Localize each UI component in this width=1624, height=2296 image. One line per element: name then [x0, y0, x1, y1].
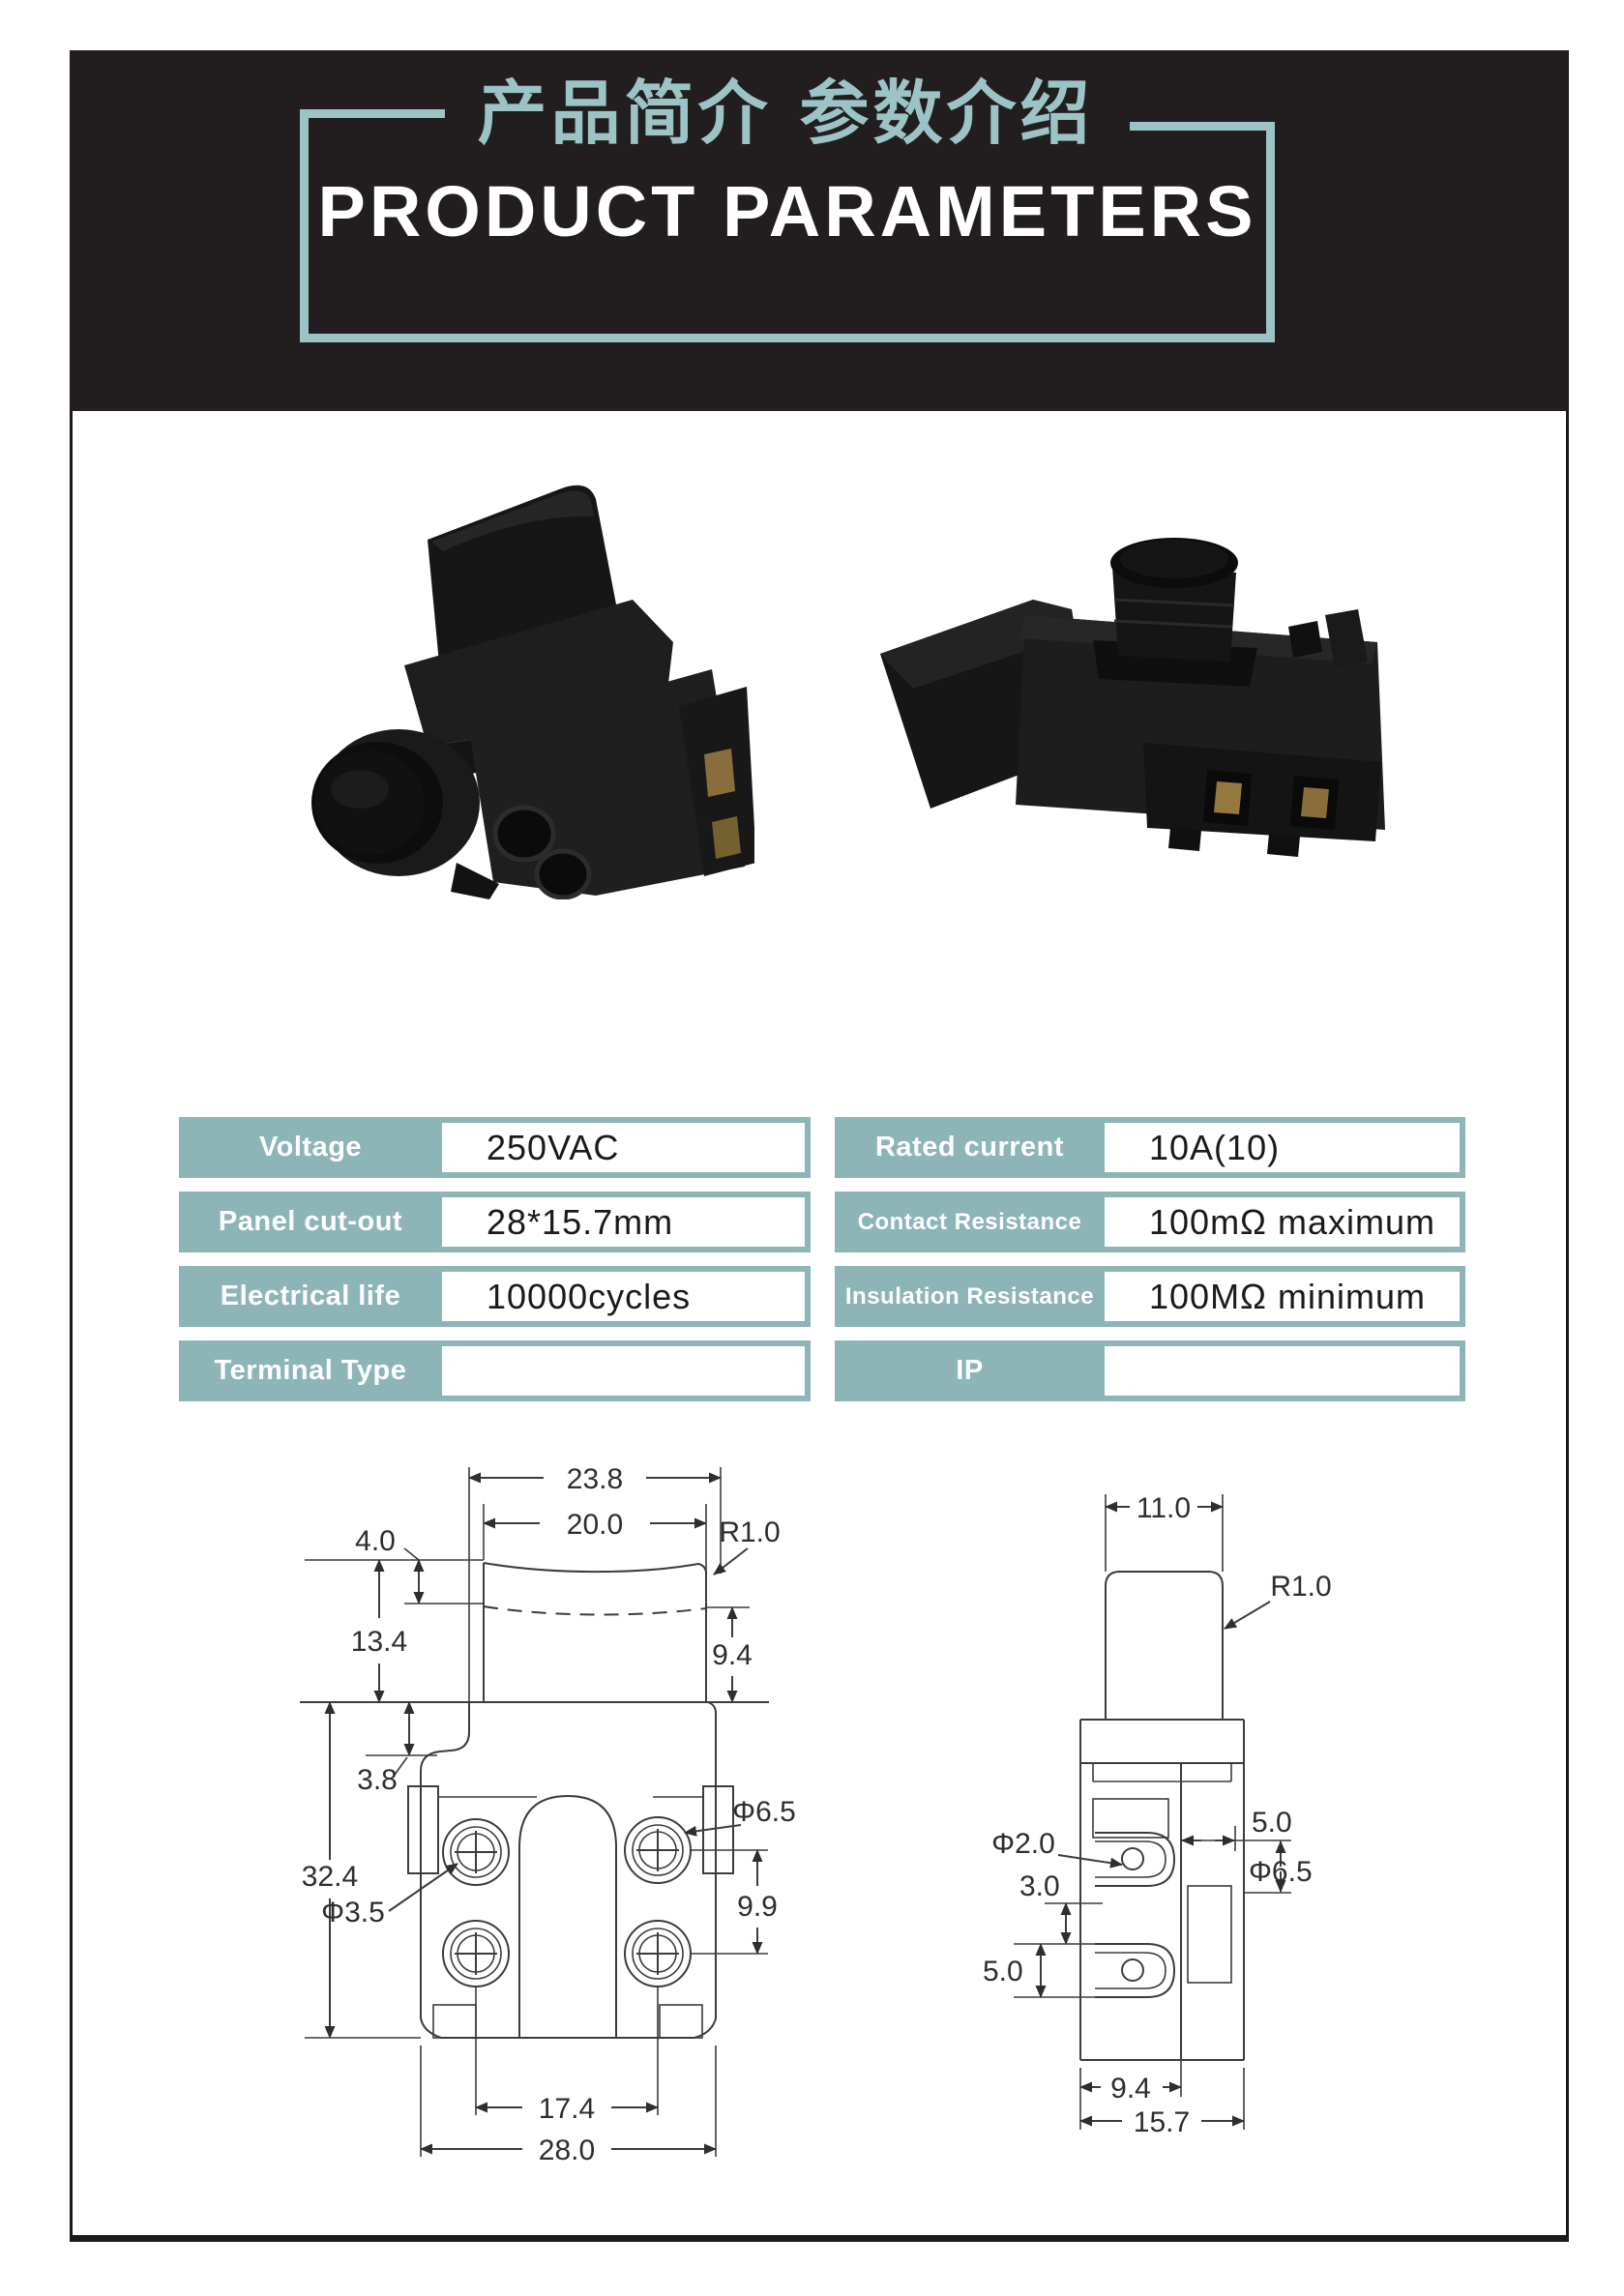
product-photo-front [311, 485, 754, 899]
stem-ridge [1113, 619, 1233, 629]
spec-label: Contact Resistance [857, 1208, 1082, 1235]
spec-row-terminal-type: Terminal Type [179, 1340, 811, 1401]
dim-label-height-left: 13.4 [351, 1626, 407, 1658]
spec-value: 100mΩ maximum [1105, 1197, 1460, 1247]
brass-contact [704, 749, 735, 797]
terminal-post [534, 848, 592, 899]
dim-label-trigger-step: 4.0 [355, 1525, 396, 1557]
bracket-line-right [1266, 122, 1275, 342]
dim-label-trigger-radius: R1.0 [719, 1516, 780, 1548]
spec-value [442, 1346, 805, 1396]
dim-label-screw-head-dia: Φ6.5 [732, 1796, 796, 1828]
spec-label: Voltage [258, 1132, 363, 1163]
bracket-line-top-left [300, 109, 445, 118]
brass-contact [1214, 781, 1242, 814]
page-border-frame [70, 50, 1569, 2242]
round-button-stem [1112, 567, 1236, 662]
screw-top-right [624, 1816, 692, 1884]
mount-nub [1288, 621, 1322, 658]
trigger-cap-highlight [431, 490, 594, 551]
spec-table-left: Voltage 250VAC Panel cut-out 28*15.7mm E… [179, 1117, 811, 1415]
brass-contact [712, 816, 741, 859]
spec-row-rated-current: Rated current 10A(10) [835, 1117, 1465, 1178]
spec-label: Terminal Type [214, 1355, 407, 1386]
header-banner: 产品简介 参数介绍 PRODUCT PARAMETERS [70, 50, 1569, 411]
round-button-sheen [331, 770, 389, 809]
dim-label-button-radius: R1.0 [1270, 1571, 1331, 1603]
dim-label-inner-depth: 9.4 [1110, 2073, 1151, 2105]
round-button-cap-top [1120, 540, 1228, 578]
dim-label-screw-col-pitch: 17.4 [539, 2093, 595, 2125]
dim-label-top-width: 23.8 [567, 1463, 623, 1495]
dim-label-step-height: 3.8 [357, 1764, 398, 1796]
spec-label: Electrical life [220, 1280, 401, 1311]
bracket-line-bottom [300, 334, 1275, 342]
dim-label-height-right: 9.4 [712, 1639, 753, 1671]
spec-row-insulation-resistance: Insulation Resistance 100MΩ minimum [835, 1266, 1465, 1327]
terminal-tab-upper [1095, 1832, 1176, 1887]
spec-row-voltage: Voltage 250VAC [179, 1117, 811, 1178]
product-photo-side [880, 538, 1385, 857]
front-view-drawing: 23.8 20.0 4.0 R1.0 13.4 9.4 3.8 [261, 1446, 803, 2166]
page-title-english: PRODUCT PARAMETERS [317, 171, 1257, 251]
screw-bottom-left [442, 1920, 510, 1987]
side-view-drawing: 11.0 R1.0 Φ2.0 [977, 1441, 1519, 2162]
dim-label-overall-depth: 15.7 [1134, 2106, 1190, 2138]
stem-ridge [1113, 598, 1235, 607]
switch-foot [451, 863, 499, 899]
dim-label-screw-hole-dia: Φ3.5 [321, 1897, 385, 1928]
dim-label-button-width: 11.0 [1137, 1492, 1191, 1524]
switch-foot [1267, 834, 1300, 857]
page-title-chinese: 产品简介 参数介绍 [477, 73, 1094, 154]
spec-value: 10000cycles [442, 1272, 805, 1321]
dim-label-step-width: 5.0 [1252, 1807, 1292, 1839]
terminal-post [492, 805, 556, 863]
spec-value: 100MΩ minimum [1105, 1272, 1460, 1321]
bracket-line-top-right [1130, 122, 1275, 131]
spec-table-right: Rated current 10A(10) Contact Resistance… [835, 1117, 1465, 1415]
screw-bottom-right [624, 1920, 692, 1987]
dim-label-tab-gap: 3.0 [1019, 1870, 1060, 1902]
dim-label-bottom-width: 28.0 [539, 2134, 595, 2162]
spec-value: 10A(10) [1105, 1123, 1460, 1172]
mount-tab [1325, 609, 1368, 667]
spec-label: Insulation Resistance [844, 1282, 1095, 1310]
dim-label-screw-row-pitch: 9.9 [737, 1891, 778, 1923]
terminal-tab-lower [1095, 1943, 1176, 1998]
dim-label-tab-width: 5.0 [983, 1956, 1023, 1987]
spec-label: Rated current [874, 1132, 1065, 1163]
spec-row-contact-resistance: Contact Resistance 100mΩ maximum [835, 1192, 1465, 1252]
dim-label-body-height: 32.4 [302, 1861, 358, 1893]
bracket-line-left [300, 109, 309, 342]
spec-value: 28*15.7mm [442, 1197, 805, 1247]
spec-label: Panel cut-out [218, 1206, 403, 1237]
switch-foot [1168, 828, 1201, 851]
dim-label-boss-dia: Φ6.5 [1249, 1856, 1313, 1888]
screw-top-left [442, 1818, 510, 1886]
spec-label: IP [956, 1355, 984, 1386]
spec-row-electrical-life: Electrical life 10000cycles [179, 1266, 811, 1327]
dim-label-trigger-width: 20.0 [567, 1509, 623, 1541]
spec-row-panel-cutout: Panel cut-out 28*15.7mm [179, 1192, 811, 1252]
dim-label-hole-dia: Φ2.0 [991, 1828, 1055, 1860]
spec-value: 250VAC [442, 1123, 805, 1172]
spec-value [1105, 1346, 1460, 1396]
brass-contact [1301, 787, 1329, 818]
spec-row-ip: IP [835, 1340, 1465, 1401]
